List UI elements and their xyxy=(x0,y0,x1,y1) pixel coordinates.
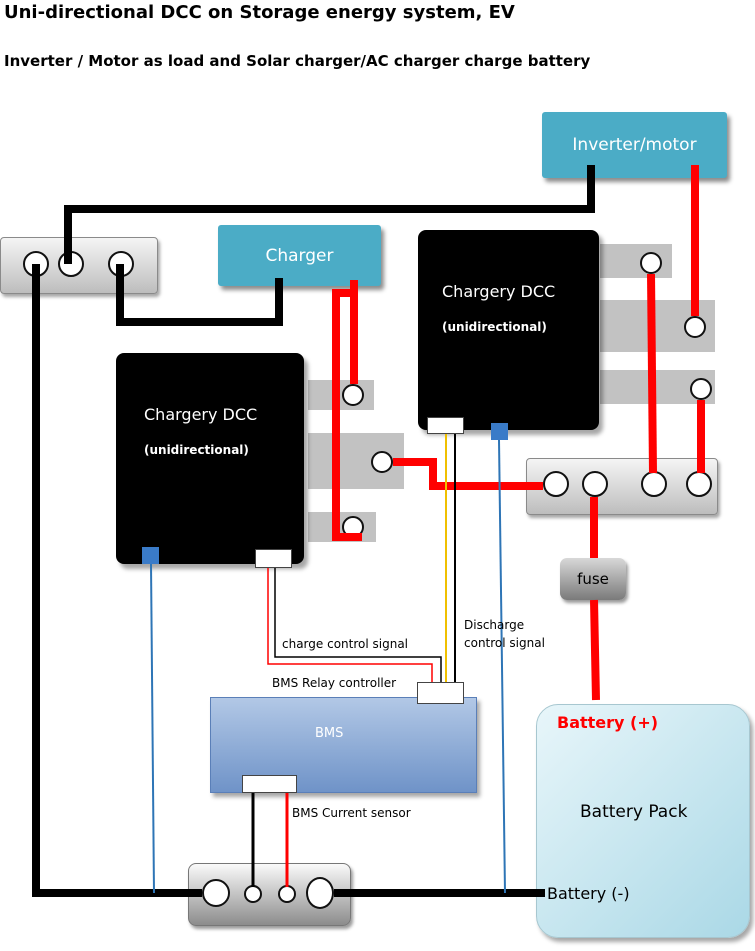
battery-pack xyxy=(536,704,750,938)
left-dcc-connector xyxy=(255,549,292,568)
top-dcc-connector xyxy=(427,417,464,434)
positive-bus-terminal-2 xyxy=(582,471,608,497)
charger-loop-wire xyxy=(332,289,362,541)
top-dcc-subtitle: (unidirectional) xyxy=(442,320,547,334)
dcc-output-wire xyxy=(393,458,543,490)
top-dcc-terminal-1 xyxy=(640,252,662,274)
main-negative-wire xyxy=(32,264,202,897)
page-title: Uni-directional DCC on Storage energy sy… xyxy=(4,2,515,23)
top-dcc-blue-signal-wire xyxy=(498,439,506,894)
discharge-control-signal-label-line1: Discharge xyxy=(464,618,525,632)
fuse-to-battery-wire xyxy=(590,599,600,701)
top-dcc-name: Chargery DCC xyxy=(442,282,556,301)
positive-bus-terminal-3 xyxy=(641,471,667,497)
charger-label: Charger xyxy=(265,245,334,266)
bms-label: BMS xyxy=(315,726,344,741)
charge-signal-wire-black xyxy=(274,568,442,683)
bms-relay-controller-label: BMS Relay controller xyxy=(272,676,397,690)
top-dcc-to-bus-wire-1 xyxy=(647,273,657,474)
top-dcc-terminal-3 xyxy=(690,378,712,400)
left-chargery-dcc: Chargery DCC (unidirectional) xyxy=(116,353,304,564)
fuse: fuse xyxy=(560,558,626,600)
bms-relay-connector xyxy=(417,682,464,704)
bms-current-sensor-label: BMS Current sensor xyxy=(292,806,411,820)
charge-signal-wire-red xyxy=(267,568,433,683)
left-dcc-subtitle: (unidirectional) xyxy=(144,443,249,457)
top-chargery-dcc: Chargery DCC (unidirectional) xyxy=(418,230,599,430)
bms-current-sensor-connector xyxy=(242,775,297,793)
discharge-control-signal-label-line2: control signal xyxy=(464,636,545,650)
positive-bus-terminal-1 xyxy=(543,471,569,497)
left-dcc-name: Chargery DCC xyxy=(144,405,258,424)
sensor-bar-terminal-4 xyxy=(306,877,334,909)
charger-negative-wire xyxy=(116,264,283,326)
sensor-bar-terminal-1 xyxy=(202,879,230,907)
fuse-label: fuse xyxy=(577,570,609,588)
battery-positive-label: Battery (+) xyxy=(557,713,659,732)
battery-pack-label: Battery Pack xyxy=(580,802,688,822)
charger-box: Charger xyxy=(218,225,381,286)
left-dcc-terminal-1 xyxy=(342,384,364,406)
top-dcc-terminal-2 xyxy=(684,316,706,338)
left-dcc-blue-signal-wire xyxy=(150,563,155,894)
left-dcc-terminal-2 xyxy=(371,451,393,473)
top-dcc-blue-connector xyxy=(491,423,508,440)
inverter-negative-wire xyxy=(64,165,595,264)
left-dcc-blue-connector xyxy=(142,547,159,564)
page-subtitle: Inverter / Motor as load and Solar charg… xyxy=(4,52,591,70)
inverter-motor-label: Inverter/motor xyxy=(572,135,697,155)
battery-negative-label: Battery (-) xyxy=(547,884,630,903)
charge-control-signal-label: charge control signal xyxy=(282,637,408,651)
